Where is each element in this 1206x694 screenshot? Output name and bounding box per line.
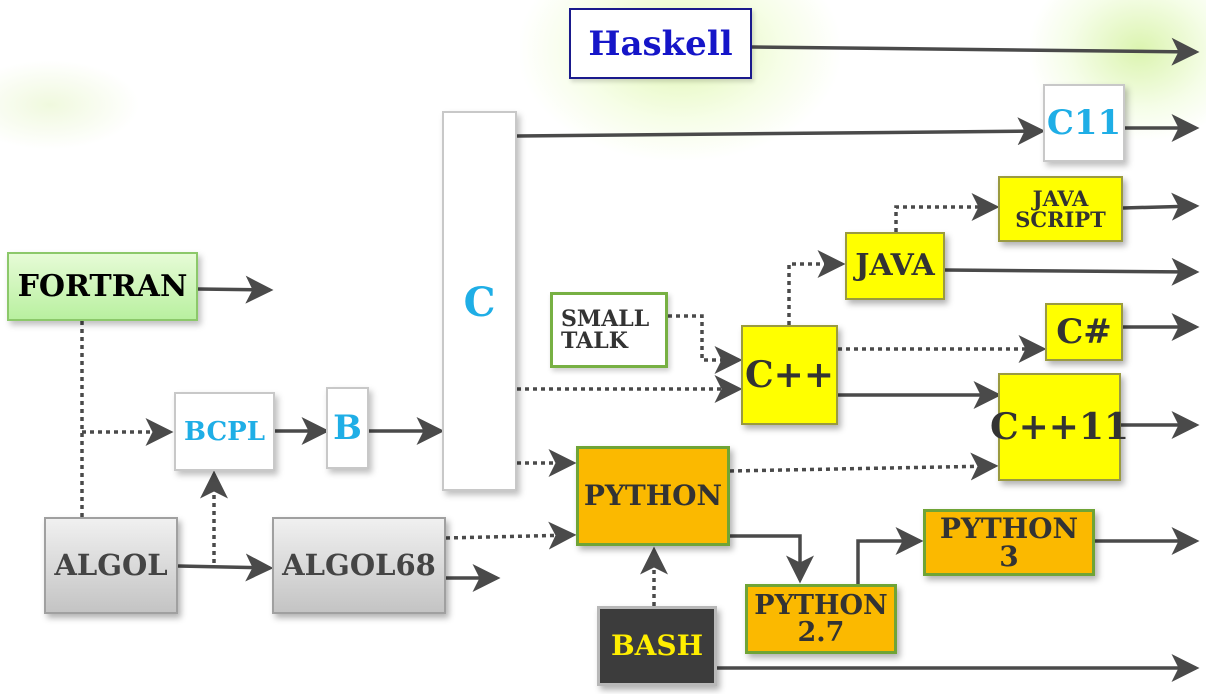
node-java: JAVA [845, 232, 945, 300]
node-label-line1: SMALL [561, 306, 650, 332]
node-label: PYTHON [583, 479, 723, 512]
node-label: C [463, 279, 496, 326]
node-label: FORTRAN [17, 268, 188, 304]
node-label-line1: JAVA [1032, 186, 1089, 211]
node-bash: BASH [597, 606, 717, 686]
node-label: JAVA [855, 248, 935, 283]
edge-python27-to-python3 [856, 527, 924, 585]
node-javascript: JAVA SCRIPT [998, 176, 1123, 242]
background-glow [0, 60, 140, 150]
node-label-line1: PYTHON [754, 590, 888, 621]
node-label: ALGOL [54, 548, 168, 582]
node-label: C++11 [989, 406, 1130, 448]
node-label-line2: SCRIPT [1015, 207, 1106, 232]
node-haskell: Haskell [569, 8, 752, 79]
edge-cpp-to-java [787, 250, 846, 325]
edge-c-to-c11 [516, 117, 1046, 146]
node-label: B [333, 408, 362, 448]
node-cpp: C++ [741, 325, 838, 425]
node-csharp: C# [1045, 303, 1123, 361]
node-label: ALGOL68 [282, 548, 436, 582]
edge-algol68-to-python [445, 521, 577, 550]
node-b: B [326, 387, 369, 469]
node-smalltalk: SMALL TALK [550, 292, 668, 368]
node-label-line2: TALK [561, 328, 628, 354]
edge-java-out [944, 257, 1200, 286]
node-algol: ALGOL [44, 517, 178, 614]
edge-fortran-out [197, 275, 274, 304]
edge-algol-to-algol68 [177, 553, 274, 582]
node-cpp11: C++11 [990, 373, 1129, 481]
edge-python-to-python27 [730, 534, 814, 584]
edge-smalltalk-to-cpp [668, 314, 743, 374]
node-python27: PYTHON 2.7 [745, 584, 897, 654]
node-label: C++ [745, 354, 834, 396]
node-bcpl: BCPL [174, 392, 275, 471]
edge-haskell-out [751, 37, 1200, 66]
node-label: C11 [1046, 103, 1122, 143]
node-algol68: ALGOL68 [272, 517, 446, 614]
node-label: BASH [610, 629, 704, 662]
node-python3: PYTHON 3 [923, 509, 1095, 576]
node-label: BCPL [184, 416, 265, 447]
edge-java-to-javascript [894, 193, 1000, 232]
node-fortran: FORTRAN [7, 252, 198, 321]
node-python: PYTHON [576, 446, 730, 546]
edge-javascript-out [1122, 192, 1200, 221]
node-label: Haskell [588, 23, 733, 64]
node-c: C [442, 111, 517, 491]
node-c11: C11 [1043, 84, 1125, 162]
node-label: C# [1056, 312, 1112, 352]
edge-python-to-cpp11 [729, 452, 999, 481]
node-label-line2: 2.7 [797, 617, 845, 648]
node-label: PYTHON 3 [939, 511, 1079, 573]
